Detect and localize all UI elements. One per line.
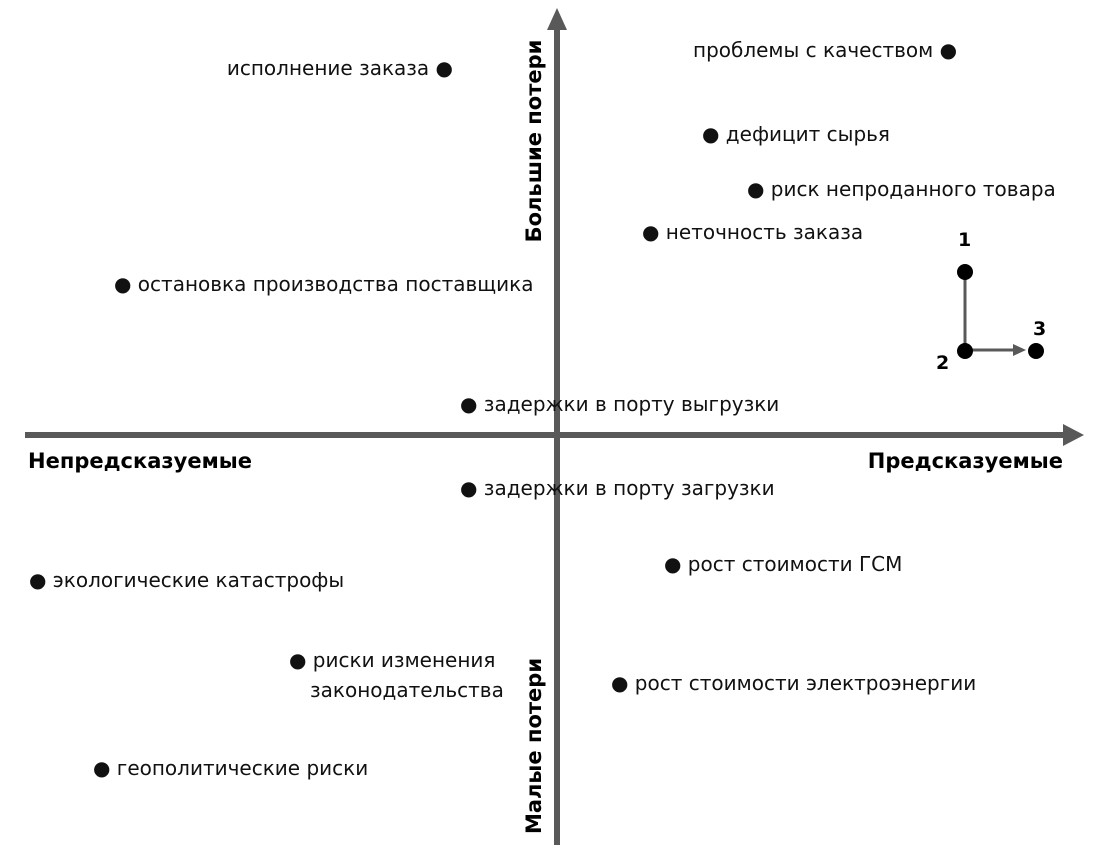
risk-order-inaccuracy: ● неточность заказа [642, 220, 864, 244]
risk-geopolitical: ● геополитические риски [93, 756, 369, 780]
risk-legislation-change-line1: ● риски изменения [289, 648, 496, 672]
legend-label-1: 1 [958, 229, 972, 251]
risk-unloading-port-delay: ● задержки в порту выгрузки [460, 392, 780, 416]
horizontal-axis-arrowhead [1063, 424, 1084, 446]
x-axis-label-predictable: Предсказуемые [867, 449, 1063, 473]
risk-unsold-goods: ● риск непроданного товара [747, 177, 1056, 201]
risk-ecological-disasters: ● экологические катастрофы [29, 568, 345, 592]
risk-fuel-cost-growth: ● рост стоимости ГСМ [664, 552, 903, 576]
y-axis-label-low-loss: Малые потери [522, 657, 546, 835]
legend-arrowhead [1013, 344, 1026, 356]
legend-label-3: 3 [1033, 318, 1047, 340]
risk-electricity-cost-growth: ● рост стоимости электроэнергии [611, 671, 977, 695]
legend-point-2 [957, 343, 973, 359]
legend-point-1 [957, 264, 973, 280]
risk-legislation-change-line2: законодательства [310, 678, 504, 702]
risk-loading-port-delay: ● задержки в порту загрузки [460, 476, 775, 500]
risk-raw-material-shortage: ● дефицит сырья [702, 122, 890, 146]
risk-order-fulfillment: исполнение заказа ● [226, 56, 453, 80]
vertical-axis-arrowhead [547, 8, 567, 30]
legend-point-3 [1028, 343, 1044, 359]
risk-supplier-shutdown: ● остановка производства поставщика [114, 272, 534, 296]
legend-label-2: 2 [936, 352, 950, 374]
risk-quality-problems: проблемы с качеством ● [693, 38, 958, 62]
x-axis-label-unpredictable: Непредсказуемые [28, 449, 252, 473]
y-axis-label-high-loss: Большие потери [522, 39, 546, 243]
